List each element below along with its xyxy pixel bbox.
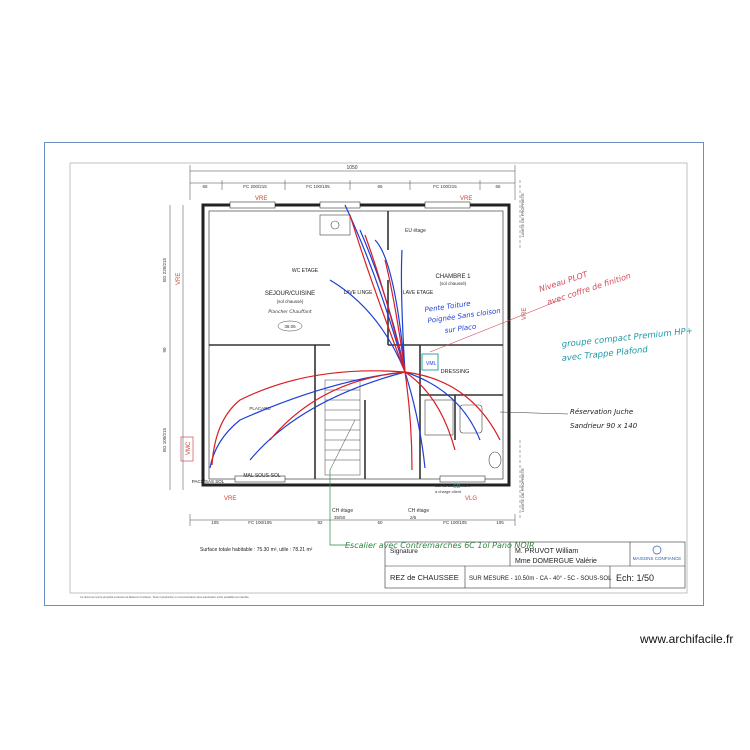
surface-text: Surface totale habitable : 75.30 m², uti… xyxy=(200,547,313,553)
vml-label: VML xyxy=(426,361,437,367)
top-dimensions xyxy=(189,165,516,200)
property-limit-bottom: LIMITE DE PROPRIETE xyxy=(520,468,525,512)
sejour-area-bubble xyxy=(277,320,303,332)
room-lave-linge: LAVE LINGE xyxy=(344,290,373,296)
niveau-plot-leader xyxy=(429,299,561,353)
escalier-leader xyxy=(329,470,350,546)
svg-text:VRE: VRE xyxy=(460,196,472,202)
ch-etage-b-area: 35/50 xyxy=(334,515,346,520)
watermark: www.archifacile.fr xyxy=(640,632,734,646)
bottom-dim-5: FC 100/105 xyxy=(443,520,467,525)
vml-box xyxy=(421,353,439,371)
title-brand: MAISONS CONFIANCE xyxy=(633,556,682,561)
room-mal-sous-sol: MAL SOUS-SOL xyxy=(243,473,281,479)
top-dim-2: FC 200/215 xyxy=(243,184,267,189)
room-sejour: SEJOUR/CUISINE xyxy=(265,291,315,297)
bottom-dim-2: FC 100/105 xyxy=(248,520,272,525)
title-scale: Ech: 1/50 xyxy=(616,573,654,583)
room-sejour-area: 38.06 xyxy=(284,324,296,329)
room-chambre-sub: (sol chaussé) xyxy=(440,281,467,286)
room-placard: PLACARD xyxy=(249,406,271,411)
vre-left: VRE xyxy=(176,273,182,285)
room-wc-etage: WC ETAGE xyxy=(292,268,319,274)
room-chambre: CHAMBRE 1 xyxy=(435,274,471,280)
room-sejour-note: Plancher Chauffant xyxy=(268,309,311,315)
eu-etage-label: EU étage xyxy=(405,228,426,234)
room-dressing: DRESSING xyxy=(441,369,470,375)
bottom-dim-4: 50 xyxy=(377,520,383,525)
staircase xyxy=(324,379,361,476)
vmc-left: VMC xyxy=(186,441,192,455)
reservation-leader xyxy=(499,411,569,415)
bottom-dim-3: 82 xyxy=(317,520,323,525)
left-dimensions xyxy=(169,205,184,490)
ch-etage-c-area: 2/5 xyxy=(410,515,417,520)
brand-logo-icon xyxy=(652,545,662,555)
bottom-dim-1: 105 xyxy=(211,520,219,525)
fuel-note: Bar de chauffement xyxy=(435,483,471,488)
annot-escalier: Escalier avec Contremarches 6C 1ol Pano … xyxy=(345,541,535,550)
left-dim-2: 90 xyxy=(162,347,167,353)
red-wiring xyxy=(211,214,501,471)
fuel-note-2: à charge client xyxy=(435,489,462,494)
left-dim-3: BG 100/215 xyxy=(162,428,167,453)
room-sejour-sub: (sol chaussé) xyxy=(277,299,304,304)
sheet-border xyxy=(69,162,688,594)
title-spec: SUR MESURE - 10.50m - CA - 40° - 5C - SO… xyxy=(469,576,612,582)
bottom-dimensions xyxy=(189,514,516,526)
top-dim-6: 65 xyxy=(495,184,501,189)
footer-note: Ce document est la propriété exclusive d… xyxy=(80,595,250,599)
gd-label: GD xyxy=(453,484,461,490)
total-width-label: 1050 xyxy=(346,165,357,171)
interior-walls xyxy=(209,211,503,479)
property-limit-top: LIMITE DE PROPRIETE xyxy=(520,193,525,237)
ch-etage-b: CH étage xyxy=(332,508,353,514)
svg-text:VRE: VRE xyxy=(224,496,236,502)
title-owner2: Mme DOMERGUE Valérie xyxy=(515,558,597,565)
top-dim-5: FC 100/215 xyxy=(433,184,457,189)
left-dim-1: BG 220/215 xyxy=(162,258,167,283)
title-level: REZ de CHAUSSEE xyxy=(390,573,459,582)
vmc-box xyxy=(180,436,194,462)
vre-tags: VRE VRE VRE VLG xyxy=(224,196,477,502)
top-dim-4: 65 xyxy=(377,184,383,189)
svg-text:VLG: VLG xyxy=(465,496,477,502)
room-lave-etage: LAVE ETAGE xyxy=(403,290,434,296)
svg-text:VRE: VRE xyxy=(255,196,267,202)
bottom-dim-6: 105 xyxy=(496,520,504,525)
room-pacs: PACS/SAS SOL xyxy=(192,479,225,484)
title-owner1: M. PRUVOT William xyxy=(515,548,578,555)
annot-reservation: Réservation Juche xyxy=(570,408,633,416)
top-dim-1: 65 xyxy=(202,184,208,189)
ch-etage-c: CH étage xyxy=(408,508,429,514)
title-signature: Signature xyxy=(390,548,418,555)
bathroom-fixtures xyxy=(319,214,502,469)
windows xyxy=(229,201,486,483)
annot-reservation-2: Sandrieur 90 x 140 xyxy=(570,422,638,430)
top-dim-3: FC 100/105 xyxy=(306,184,330,189)
title-block xyxy=(384,541,686,589)
